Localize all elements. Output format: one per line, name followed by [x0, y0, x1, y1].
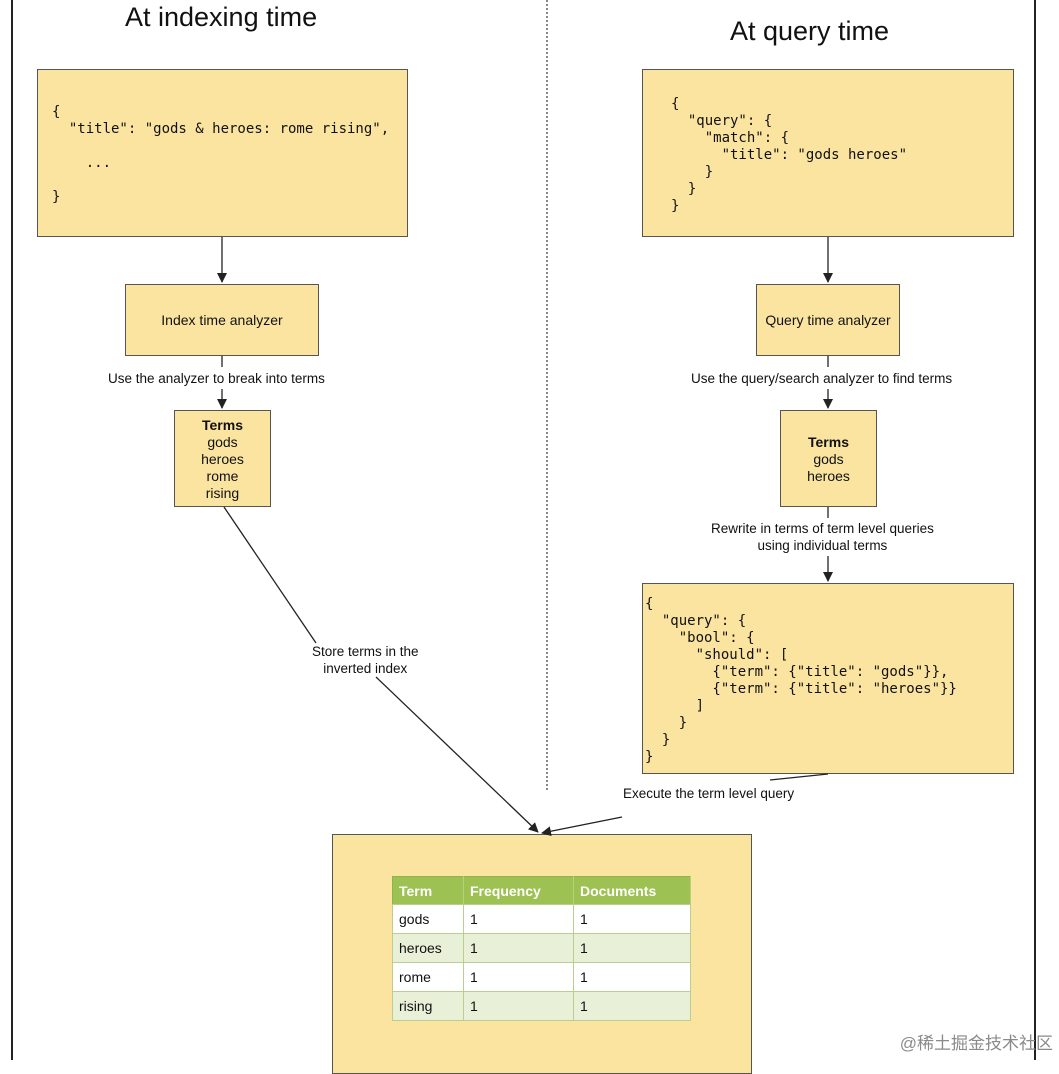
indexing-time-heading: At indexing time	[125, 2, 318, 32]
bool-query-box: { "query": { "bool": { "should": [ {"ter…	[642, 583, 1014, 774]
index-terms-title: Terms	[202, 417, 243, 433]
center-divider	[546, 0, 548, 790]
table-row: heroes 1 1	[392, 933, 691, 963]
query-json: { "query": { "match": { "title": "gods h…	[671, 96, 908, 214]
index-analyzer-label: Index time analyzer	[161, 312, 283, 328]
table-row: rome 1 1	[392, 962, 691, 992]
inverted-index-table: Term Frequency Documents gods 1 1 heroes…	[392, 876, 691, 1021]
bool-query-json: { "query": { "bool": { "should": [ {"ter…	[645, 596, 957, 765]
index-analyzer-box: Index time analyzer	[125, 284, 319, 356]
column-header-documents: Documents	[573, 876, 691, 905]
document-box: { "title": "gods & heroes: rome rising",…	[37, 69, 408, 237]
index-term: rising	[205, 485, 240, 501]
query-analyzer-note: Use the query/search analyzer to find te…	[691, 371, 953, 386]
index-terms-list: Terms gods heroes rome rising	[175, 417, 270, 502]
index-term: gods	[207, 434, 238, 450]
cell-documents: 1	[573, 933, 691, 963]
cell-term: rising	[392, 991, 464, 1021]
query-terms-box: Terms gods heroes	[780, 410, 877, 507]
store-note-line: inverted index	[323, 661, 408, 676]
cell-documents: 1	[573, 962, 691, 992]
query-terms-title: Terms	[808, 434, 849, 450]
table-row: rising 1 1	[392, 991, 691, 1021]
query-term: heroes	[807, 468, 850, 484]
index-terms-box: Terms gods heroes rome rising	[174, 410, 271, 507]
column-header-frequency: Frequency	[463, 876, 574, 905]
column-header-term: Term	[392, 876, 464, 905]
store-note-line: Store terms in the	[312, 644, 419, 659]
query-box: { "query": { "match": { "title": "gods h…	[642, 69, 1014, 237]
execute-to-index-arrow	[541, 816, 623, 837]
cell-term: rome	[392, 962, 464, 992]
cell-frequency: 1	[463, 991, 574, 1021]
rewrite-note-line: using individual terms	[757, 538, 888, 553]
left-frame-border	[11, 0, 13, 1060]
rewrite-note: Rewrite in terms of term level queries u…	[711, 520, 934, 554]
watermark-text: @稀土掘金技术社区	[899, 1034, 1053, 1053]
cell-frequency: 1	[463, 933, 574, 963]
index-term: rome	[206, 468, 239, 484]
execute-query-note: Execute the term level query	[623, 786, 795, 801]
cell-documents: 1	[573, 991, 691, 1021]
cell-term: heroes	[392, 933, 464, 963]
index-term: heroes	[201, 451, 244, 467]
document-json: { "title": "gods & heroes: rome rising",…	[52, 104, 390, 205]
index-analyzer-note: Use the analyzer to break into terms	[108, 371, 325, 386]
query-terms-list: Terms gods heroes	[781, 434, 876, 485]
cell-documents: 1	[573, 904, 691, 934]
query-analyzer-label: Query time analyzer	[765, 312, 891, 328]
rewrite-note-line: Rewrite in terms of term level queries	[711, 521, 934, 536]
query-time-heading: At query time	[730, 16, 890, 46]
terms-to-index-arrow	[375, 676, 539, 833]
terms-to-index-line-upper	[223, 506, 317, 644]
right-frame-border	[1034, 0, 1036, 1060]
store-terms-note: Store terms in the inverted index	[312, 643, 419, 677]
query-term: gods	[813, 451, 844, 467]
bool-to-execute-line	[769, 773, 829, 781]
table-header-row: Term Frequency Documents	[392, 876, 691, 905]
query-analyzer-box: Query time analyzer	[756, 284, 900, 356]
table-row: gods 1 1	[392, 904, 691, 934]
